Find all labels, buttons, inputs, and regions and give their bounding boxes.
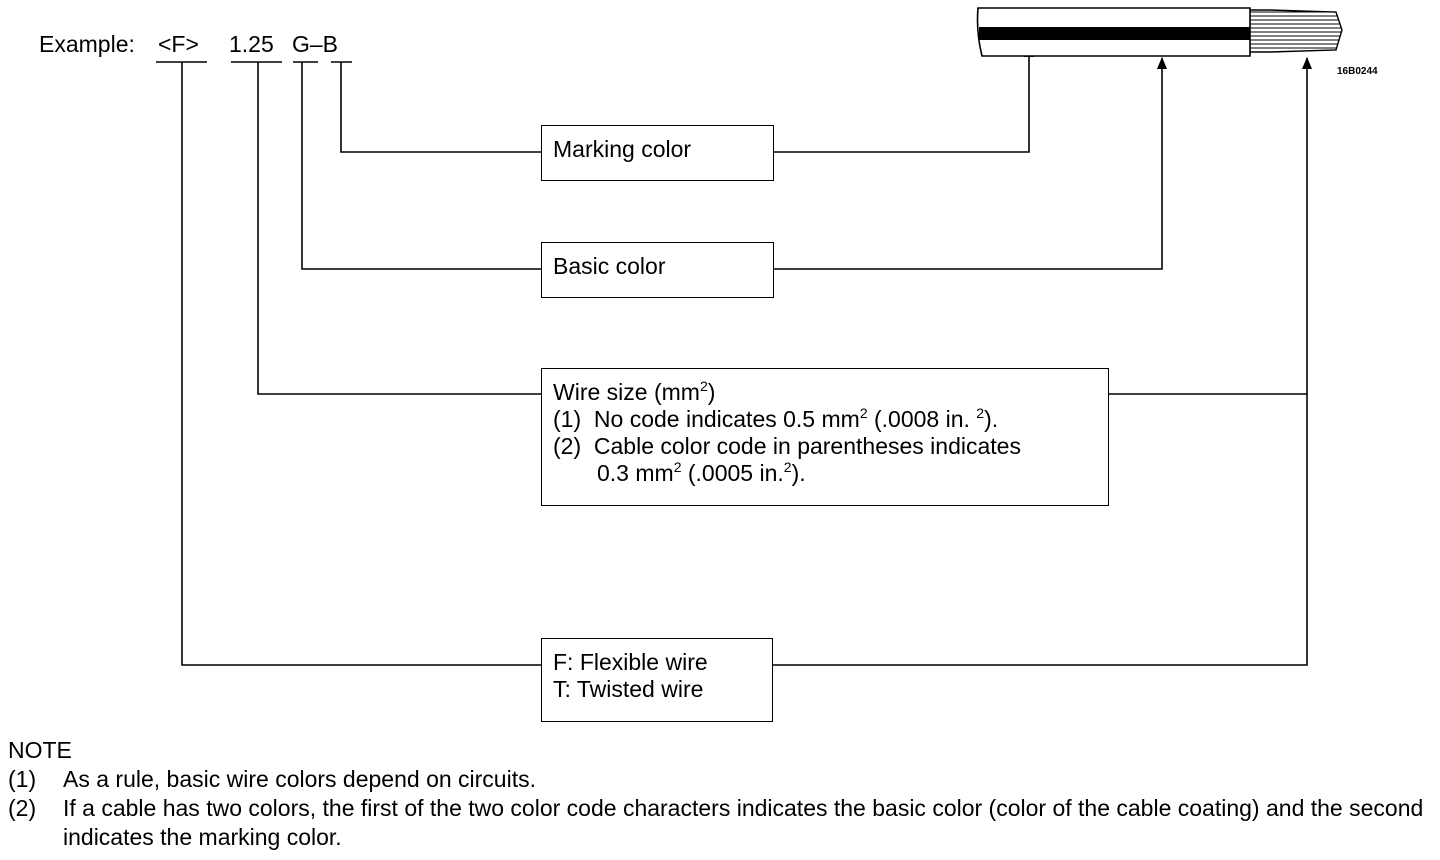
wire-size-title: Wire size (mm2)	[553, 378, 716, 405]
wire-size-note-1: (1) No code indicates 0.5 mm2 (.0008 in.…	[553, 405, 999, 432]
wire-type-flexible: F: Flexible wire	[553, 649, 708, 675]
example-prefix: Example:	[39, 31, 135, 57]
marking-color-box: Marking color	[541, 125, 774, 181]
wire-size-box: Wire size (mm2) (1) No code indicates 0.…	[541, 368, 1109, 506]
note-item: (1) As a rule, basic wire colors depend …	[8, 766, 536, 792]
marking-color-label: Marking color	[553, 136, 692, 162]
basic-color-label: Basic color	[553, 253, 666, 279]
basic-leader-right	[773, 57, 1167, 270]
basic-leader-left	[301, 62, 541, 270]
wire-illustration	[976, 7, 1343, 57]
wire-strands	[1250, 11, 1341, 49]
wire-size-note-2-cont: 0.3 mm2 (.0005 in.2).	[597, 459, 806, 486]
size-code: 1.25	[229, 31, 274, 57]
wire-type-twisted: T: Twisted wire	[553, 676, 704, 702]
note-item: (2) If a cable has two colors, the first…	[8, 795, 1424, 850]
size-leader-left	[257, 62, 541, 395]
color-code: G–B	[292, 31, 339, 57]
marking-leader-left	[340, 62, 541, 153]
wire-type-box: F: Flexible wire T: Twisted wire	[541, 638, 773, 722]
notes-section: NOTE (1) As a rule, basic wire colors de…	[8, 736, 1433, 852]
notes-heading: NOTE	[8, 737, 72, 763]
type-code: <F>	[158, 31, 199, 57]
type-leader-right	[773, 57, 1312, 666]
type-leader-left	[181, 62, 541, 666]
figure-id: 16B0244	[1337, 66, 1378, 77]
wire-size-note-2: (2) Cable color code in parentheses indi…	[553, 433, 1021, 459]
marking-leader-right	[773, 45, 1034, 153]
marking-stripe	[979, 27, 1250, 40]
basic-color-box: Basic color	[541, 242, 774, 298]
